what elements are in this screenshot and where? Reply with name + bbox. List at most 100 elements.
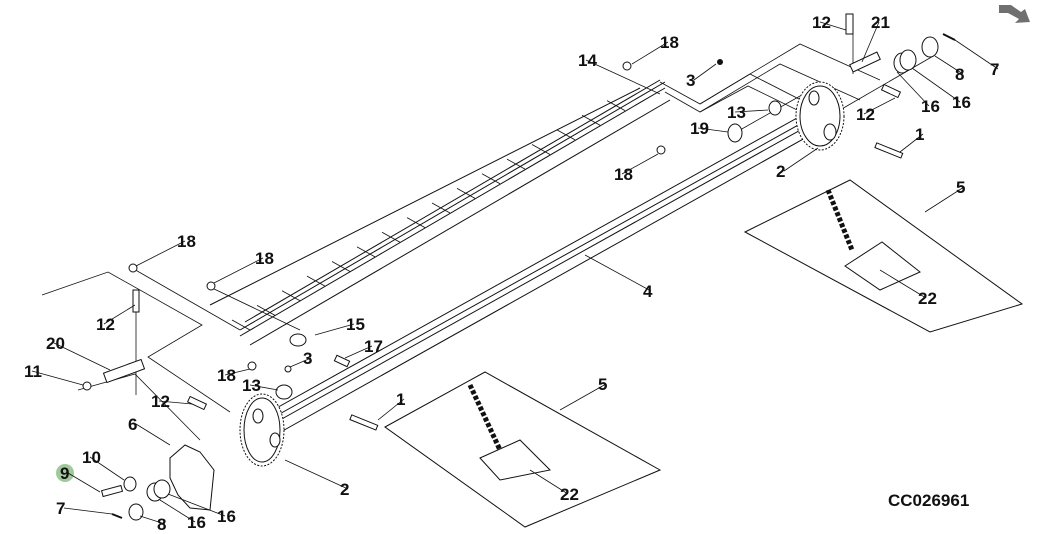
callout-16[interactable]: 16 [187,513,206,532]
callout-5[interactable]: 5 [956,178,965,197]
washer-8-bottom [128,503,144,521]
leader-line [924,186,965,213]
leader-line [734,109,769,113]
leader-line [314,323,355,336]
leader-line [53,342,111,371]
leader-line [693,63,717,81]
chain-kit-right [743,179,1024,333]
leader-line [135,423,171,446]
leader-line [167,493,226,517]
callout-12[interactable]: 12 [96,315,115,334]
leader-line [861,21,880,63]
callout-5[interactable]: 5 [598,375,607,394]
callout-18[interactable]: 18 [660,33,679,52]
callout-4[interactable]: 4 [643,282,653,301]
slat-tick [556,129,576,141]
sprocket-right [795,81,845,151]
highlight-marker [56,464,74,482]
leader-line [135,240,186,267]
slat-tick [406,217,426,228]
slat-tick [331,261,351,272]
washer-8-top [921,36,939,58]
slat-tick [431,202,451,214]
plate-6 [169,444,215,511]
callout-12[interactable]: 12 [856,105,875,124]
leader-line [911,67,961,103]
washer-16-top-b [899,49,917,71]
callout-1[interactable]: 1 [396,390,405,409]
washer-13-top [768,100,782,116]
callout-16[interactable]: 16 [921,97,940,116]
callout-16[interactable]: 16 [217,507,236,526]
bolt-12-right [880,83,902,99]
washer-13-left [275,384,293,400]
leader-line [158,400,193,405]
leader-line [863,97,896,115]
leader-line [783,147,819,172]
callout-22[interactable]: 22 [560,485,579,504]
nut-18-mid [656,145,666,155]
callout-22[interactable]: 22 [918,289,937,308]
callout-9[interactable]: 9 [60,464,69,483]
leader-line [559,383,607,411]
callout-3[interactable]: 3 [686,71,695,90]
leader-line [377,398,405,421]
callout-3[interactable]: 3 [303,349,312,368]
slat-group [231,100,626,331]
callout-18[interactable]: 18 [614,165,633,184]
slat-tick [256,305,276,316]
slat-tick [306,275,326,287]
leader-line [103,304,136,325]
washer-19 [727,123,743,143]
leader-line [621,153,659,175]
cotter-pin-7-bottom [111,513,123,519]
callout-2[interactable]: 2 [340,480,349,499]
leader-line [344,345,373,359]
slat-tick [531,144,551,155]
callout-8[interactable]: 8 [157,515,166,534]
callout-18[interactable]: 18 [255,249,274,268]
callout-10[interactable]: 10 [82,448,101,467]
leader-line [896,71,930,107]
next-arrow-icon[interactable] [999,5,1030,23]
left-exploded-lines [41,267,301,441]
leader-line [819,21,847,31]
leader-line [289,357,312,368]
slat-tick [356,246,376,258]
leader-line [67,472,101,493]
slat-tick [481,173,501,185]
leader-line [139,515,166,525]
leader-line [934,55,964,75]
callout-6[interactable]: 6 [128,415,137,434]
callout-15[interactable]: 15 [346,315,365,334]
callout-1[interactable]: 1 [915,125,924,144]
chain-kit-bottom [384,371,662,528]
callout-21[interactable]: 21 [871,13,890,32]
bolt-12-left [132,289,140,313]
callout-7[interactable]: 7 [56,499,65,518]
drive-shaft [254,107,831,439]
leader-line [697,127,729,133]
spring-15 [289,333,307,347]
bolt-11 [82,381,92,391]
callout-18[interactable]: 18 [217,366,236,385]
slat-tick [456,188,476,199]
bolt-1-top [874,142,904,159]
leader-line [89,456,125,481]
slat-tick [581,114,601,126]
callout-2[interactable]: 2 [776,162,785,181]
callout-16[interactable]: 16 [952,93,971,112]
leader-line [63,507,113,515]
callout-13[interactable]: 13 [727,103,746,122]
callout-17[interactable]: 17 [364,337,383,356]
callout-18[interactable]: 18 [177,232,196,251]
callout-7[interactable]: 7 [990,60,999,79]
washer-10 [123,476,137,492]
leader-line [879,269,927,299]
callout-8[interactable]: 8 [955,65,964,84]
leader-line [954,39,999,70]
nut-18-top [622,61,632,71]
leader-line [249,384,279,391]
